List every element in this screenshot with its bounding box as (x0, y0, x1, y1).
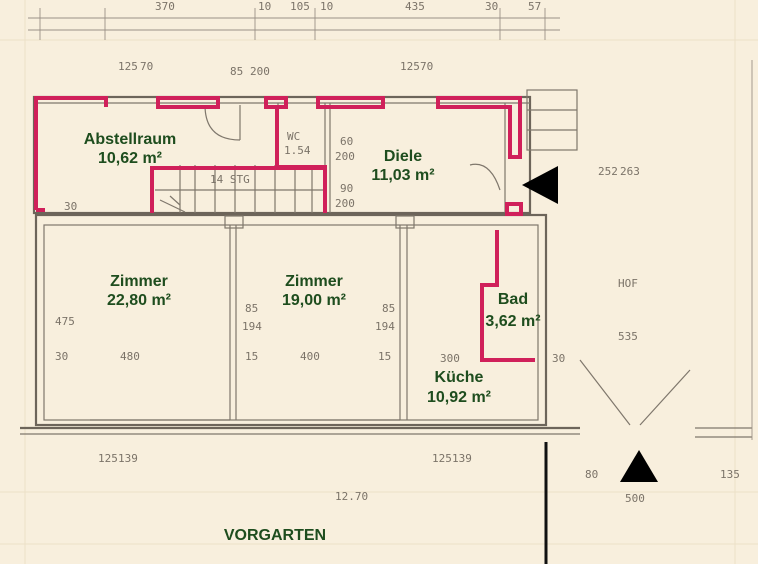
wc-label: WC (287, 130, 300, 143)
room-area-bad: 3,62 m² (485, 313, 540, 330)
dim-15-right: 15 (378, 350, 391, 363)
dim-252: 252 (598, 165, 618, 178)
room-name-diele: Diele (384, 148, 422, 165)
room-area-zimmer-2: 19,00 m² (282, 292, 346, 309)
dim-30-left: 30 (55, 350, 68, 363)
dim-top-10: 10 (258, 0, 271, 13)
dim-139-b: 139 (452, 452, 472, 465)
room-name-bad: Bad (498, 291, 528, 308)
room-area-abstellraum: 10,62 m² (98, 150, 162, 167)
room-area-kueche: 10,92 m² (427, 389, 491, 406)
room-area-diele: 11,03 m² (371, 167, 434, 184)
entrance-arrow-icon (620, 450, 658, 482)
stair-label: 14 STG (210, 173, 250, 186)
top-dimension-line (28, 8, 560, 40)
dim-194-mid: 194 (242, 320, 262, 333)
wc-area: 1.54 (284, 144, 311, 157)
new-walls (34, 96, 535, 362)
dim-90: 90 (340, 182, 353, 195)
dim-1270: 12.70 (335, 490, 368, 503)
room-labels: Abstellraum 10,62 m² Diele 11,03 m² Zimm… (84, 131, 541, 544)
dim-139-a: 139 (118, 452, 138, 465)
room-name-abstellraum: Abstellraum (84, 131, 176, 148)
dim-60: 60 (340, 135, 353, 148)
hof-label: HOF (618, 277, 638, 290)
dim-top-10b: 10 (320, 0, 333, 13)
dim-200-top: 200 (250, 65, 270, 78)
dim-15-mid: 15 (245, 350, 258, 363)
dim-top-30: 30 (485, 0, 498, 13)
pencil-annotations: 370 10 105 10 435 30 57 WC 1.54 14 STG H… (55, 0, 740, 505)
dim-300: 300 (440, 352, 460, 365)
main-walls (20, 60, 753, 440)
dim-85-top: 85 (230, 65, 243, 78)
dim-top-370: 370 (155, 0, 175, 13)
dim-200-mid: 200 (335, 150, 355, 163)
dim-top-57: 57 (528, 0, 541, 13)
dim-85-mid: 85 (245, 302, 258, 315)
dim-500: 500 (625, 492, 645, 505)
room-name-kueche: Küche (435, 369, 484, 386)
dim-263: 263 (620, 165, 640, 178)
dim-30-corner: 30 (64, 200, 77, 213)
room-name-zimmer-1: Zimmer (110, 273, 168, 290)
dim-480: 480 (120, 350, 140, 363)
entrance-arrow-icon (522, 166, 558, 204)
vorgarten-label: VORGARTEN (224, 527, 326, 544)
dim-135: 135 (720, 468, 740, 481)
dim-400: 400 (300, 350, 320, 363)
dim-30-far: 30 (552, 352, 565, 365)
dim-475: 475 (55, 315, 75, 328)
dim-125-top: 125 (118, 60, 138, 73)
dim-200-low: 200 (335, 197, 355, 210)
dim-top-435: 435 (405, 0, 425, 13)
dim-85-right: 85 (382, 302, 395, 315)
dim-125-top-b: 125 (400, 60, 420, 73)
dim-535: 535 (618, 330, 638, 343)
dim-70-top-b: 70 (420, 60, 433, 73)
dim-125-a: 125 (98, 452, 118, 465)
room-area-zimmer-1: 22,80 m² (107, 292, 171, 309)
dim-125-b: 125 (432, 452, 452, 465)
dim-80: 80 (585, 468, 598, 481)
dim-194-right: 194 (375, 320, 395, 333)
room-name-zimmer-2: Zimmer (285, 273, 343, 290)
dim-top-105: 105 (290, 0, 310, 13)
dim-70-top: 70 (140, 60, 153, 73)
